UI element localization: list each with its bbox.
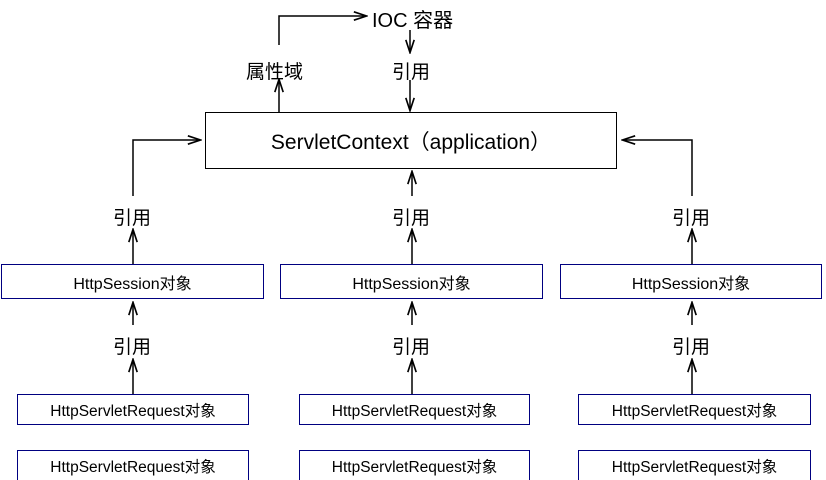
node-http-servlet-request-right-1: HttpServletRequest对象 [578, 394, 811, 425]
node-ioc-container: IOC 容器 [372, 10, 454, 32]
edge-label-attribute-scope: 属性域 [246, 62, 304, 83]
node-http-servlet-request-left-2: HttpServletRequest对象 [17, 450, 249, 480]
edge-label-reference-session-middle: 引用 [392, 208, 431, 229]
node-http-servlet-request-middle-1: HttpServletRequest对象 [299, 394, 530, 425]
edge-label-reference-ioc: 引用 [392, 62, 431, 83]
node-servlet-context: ServletContext（application） [205, 112, 617, 169]
edge-label-reference-request-left: 引用 [113, 337, 152, 358]
edge-label-reference-session-right: 引用 [672, 208, 711, 229]
edge-session-left-to-servletcontext [133, 140, 200, 264]
edge-label-reference-session-left: 引用 [113, 208, 152, 229]
node-http-session-left: HttpSession对象 [1, 264, 264, 299]
node-http-servlet-request-right-2: HttpServletRequest对象 [578, 450, 811, 480]
node-http-servlet-request-middle-2: HttpServletRequest对象 [299, 450, 530, 480]
edge-attribute-scope-to-ioc [279, 16, 366, 112]
edge-label-reference-request-right: 引用 [672, 337, 711, 358]
node-http-session-right: HttpSession对象 [560, 264, 822, 299]
edge-session-right-to-servletcontext [623, 140, 692, 264]
edge-label-reference-request-middle: 引用 [392, 337, 431, 358]
node-http-session-middle: HttpSession对象 [280, 264, 543, 299]
node-http-servlet-request-left-1: HttpServletRequest对象 [17, 394, 249, 425]
